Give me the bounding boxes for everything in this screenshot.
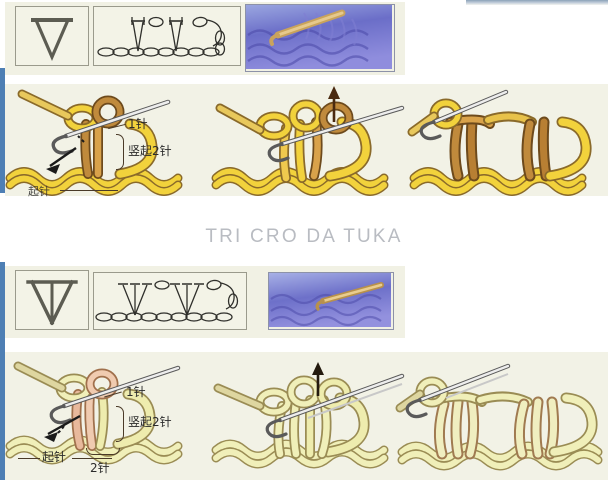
brace-turning-chain-1: [116, 134, 124, 170]
completed-cluster-b: [521, 116, 552, 182]
crochet-hook-icon: [405, 363, 511, 419]
annotation-2-top: 1针: [126, 385, 146, 399]
crochet-hook-icon: [267, 105, 405, 163]
yarn-swatch-photo-1: [245, 4, 395, 72]
chart-box-1: [93, 6, 241, 66]
foundation-chain-1: [97, 47, 220, 57]
chart-v-symbol-2: [169, 17, 183, 52]
stitch-chart-1: [97, 16, 226, 57]
top-loops: [255, 375, 352, 417]
step-illustration-1-1: [5, 86, 208, 196]
annotation-1-turning: 竖起2针: [128, 144, 172, 158]
yarn-swatch-photo-2: [268, 272, 394, 330]
v-cluster-symbol-3: [26, 279, 78, 326]
annotation-2-base: 起针: [42, 450, 67, 464]
symbol-box-3-cluster: [15, 270, 89, 330]
annotation-1-base: 起针: [28, 185, 50, 198]
crochet-hook-icon: [265, 373, 405, 439]
step-illustration-2-3: [395, 360, 604, 474]
leader-line-1-base: [60, 190, 118, 191]
chart-v-symbol-1: [131, 17, 145, 52]
up-arrow-icon: [312, 362, 324, 396]
crochet-hook-icon: [49, 365, 181, 425]
v-cluster-symbol-2: [31, 17, 73, 62]
watermark-text: TRI CRO DA TUKA: [205, 226, 403, 247]
step-illustration-1-2: [211, 86, 408, 196]
brace-turning-chain-2: [116, 406, 124, 442]
scan-edge-left-lower: [0, 262, 5, 480]
top-loops: [63, 95, 125, 133]
step-illustration-2-1: [5, 360, 208, 472]
chart-box-2: [93, 272, 247, 330]
completed-cluster-a: [431, 391, 487, 460]
annotation-2-turning: 竖起2针: [128, 415, 172, 429]
chart-v3-symbol-2: [170, 283, 204, 316]
completed-cluster-b: [513, 396, 560, 460]
step-illustration-1-3: [407, 88, 606, 196]
symbol-box-2-cluster: [15, 6, 89, 66]
up-arrow-icon: [328, 86, 340, 122]
annotation-2-basecount: 2针: [90, 461, 110, 475]
annotation-1-top: 1针: [128, 117, 148, 131]
chart-v3-symbol-1: [118, 283, 152, 316]
scan-edge-top: [466, 0, 608, 5]
crochet-hook-icon: [269, 9, 346, 46]
crochet-hook-icon: [51, 99, 171, 155]
scan-edge-left-upper: [0, 68, 5, 193]
stitch-chart-2: [95, 279, 239, 322]
foundation-chain-2: [95, 312, 233, 322]
crochet-hook-icon: [315, 282, 384, 311]
leader-line-2-base-left: [18, 458, 40, 459]
direction-arrow-icon: [44, 414, 81, 442]
crochet-hook-icon: [419, 89, 509, 141]
step-illustration-2-2: [211, 358, 408, 474]
direction-arrow-icon: [46, 135, 85, 174]
foundation-chain-row: [5, 167, 183, 196]
leader-line-2-base-right: [72, 458, 112, 459]
top-loops: [255, 99, 354, 141]
brace-base-count-2: [86, 448, 120, 455]
